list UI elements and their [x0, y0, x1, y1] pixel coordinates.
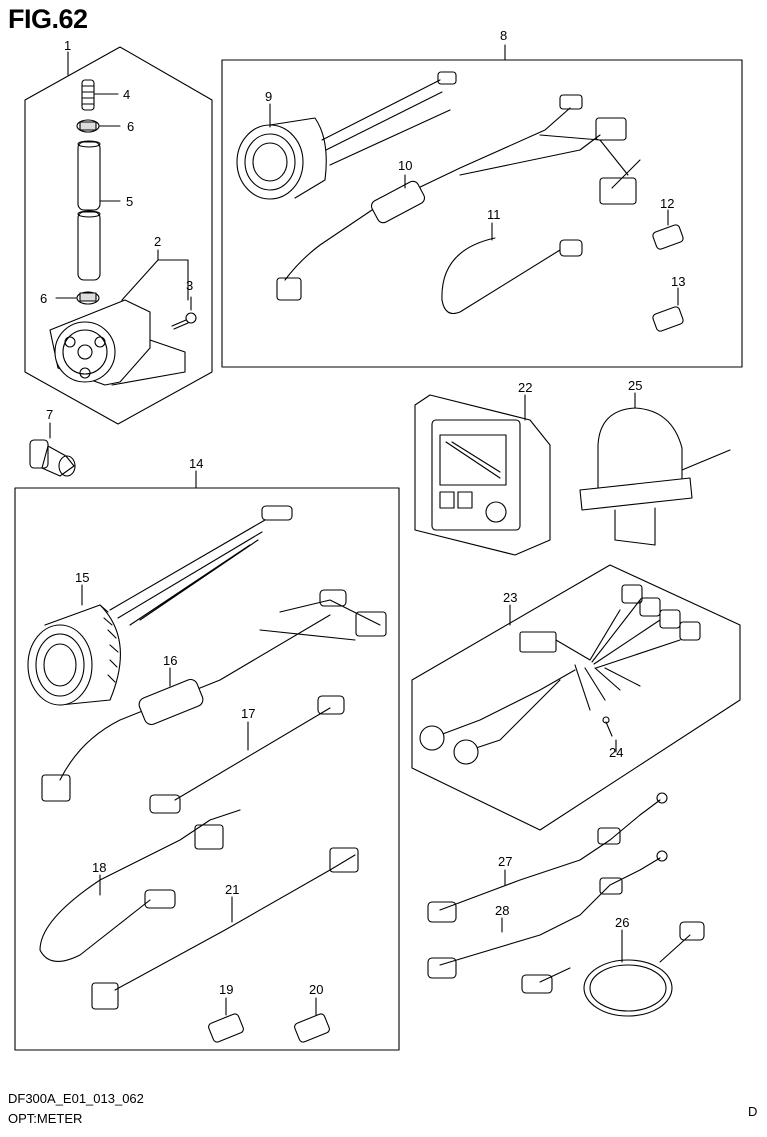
figure-title: FIG.62	[8, 4, 88, 34]
callout-19: 19	[219, 982, 233, 997]
callout-7: 7	[46, 407, 53, 422]
footer-code: DF300A_E01_013_062	[8, 1091, 144, 1106]
footer-title: OPT:METER	[8, 1111, 83, 1126]
callout-20: 20	[309, 982, 323, 997]
callout-25: 25	[628, 378, 642, 393]
callout-18: 18	[92, 860, 106, 875]
callout-1: 1	[64, 38, 71, 53]
callout-26: 26	[615, 915, 629, 930]
footer-letter: D	[748, 1104, 758, 1119]
callout-6: 6	[127, 119, 134, 134]
callout-22: 22	[518, 380, 532, 395]
callout-11: 11	[487, 207, 501, 222]
callout-8: 8	[500, 28, 507, 43]
callout-10: 10	[398, 158, 412, 173]
callout-24: 24	[609, 745, 623, 760]
callout-21: 21	[225, 882, 239, 897]
callout-27: 27	[498, 854, 512, 869]
group-14-frame	[14, 487, 400, 1051]
callout-3: 3	[186, 278, 193, 293]
callout-14: 14	[189, 456, 203, 471]
callout-23: 23	[503, 590, 517, 605]
group-1-frame	[24, 46, 213, 425]
callout-4: 4	[123, 87, 130, 102]
callout-15: 15	[75, 570, 89, 585]
callout-6b: 6	[40, 291, 47, 306]
group-8-frame	[221, 59, 743, 368]
callout-12: 12	[660, 196, 674, 211]
callout-2: 2	[154, 234, 161, 249]
callout-9: 9	[265, 89, 272, 104]
callout-5: 5	[126, 194, 133, 209]
callout-13: 13	[671, 274, 685, 289]
group-23-frame	[411, 564, 741, 831]
callout-17: 17	[241, 706, 255, 721]
callout-16: 16	[163, 653, 177, 668]
callout-28: 28	[495, 903, 509, 918]
